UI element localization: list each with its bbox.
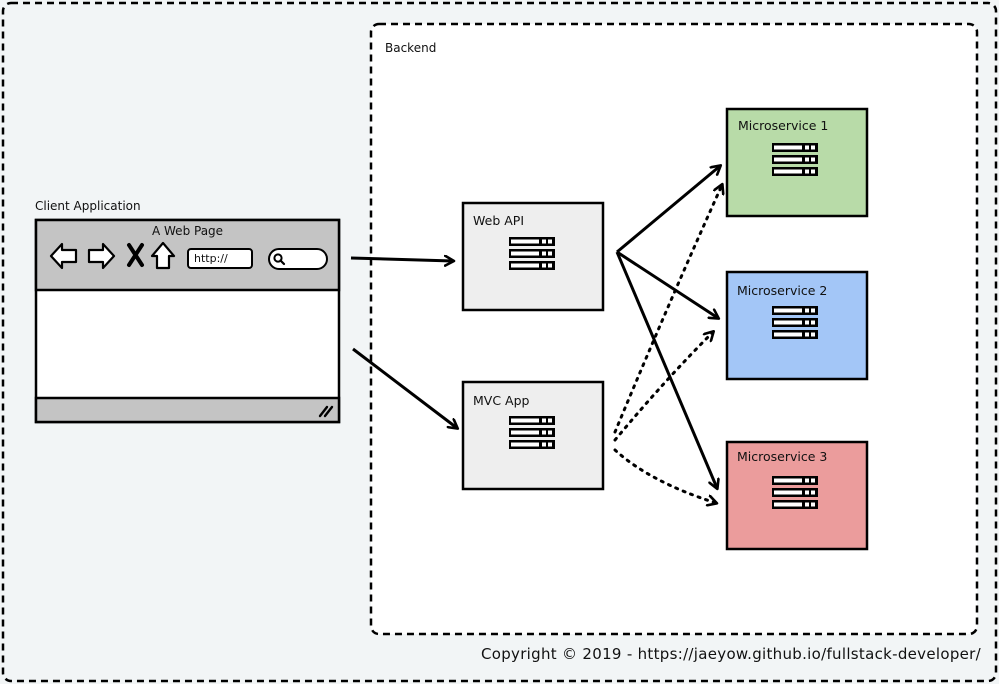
forward-arrow-icon[interactable] [87, 242, 116, 270]
url-field-text: http:// [194, 252, 228, 265]
microservice-1-label: Microservice 1 [738, 118, 829, 133]
search-field[interactable] [268, 248, 328, 270]
connector-webapi-ms1 [616, 166, 720, 254]
connector-browser-mvcapp [352, 347, 457, 428]
close-icon[interactable] [127, 243, 144, 267]
connector-webapi-ms3 [615, 251, 717, 488]
microservice-3-label: Microservice 3 [737, 449, 828, 464]
connector-webapi-ms2 [616, 250, 718, 318]
resize-grip-icon[interactable] [318, 405, 334, 418]
search-icon [273, 253, 286, 266]
mvc-app-label: MVC App [473, 393, 530, 408]
connector-mvcapp-ms3 [613, 448, 716, 503]
url-field[interactable] [187, 248, 253, 269]
web-api-label: Web API [473, 213, 525, 228]
microservice-2-label: Microservice 2 [737, 283, 828, 298]
mvc-app-server-icon [509, 416, 555, 449]
microservice-2-server-icon [772, 306, 818, 339]
client-application-label: Client Application [35, 199, 141, 213]
connector-mvcapp-ms2 [613, 332, 713, 442]
browser-statusbar [34, 396, 341, 424]
microservice-3-server-icon [772, 476, 818, 509]
copyright-text: Copyright © 2019 - https://jaeyow.github… [480, 645, 981, 663]
browser-title: A Web Page [152, 224, 224, 238]
web-api-server-icon [509, 237, 555, 270]
browser-window [34, 218, 341, 424]
connector-mvcapp-ms1 [613, 185, 722, 434]
backend-group [369, 22, 979, 636]
back-arrow-icon[interactable] [49, 242, 78, 270]
connector-browser-webapi [350, 258, 453, 261]
backend-label: Backend [385, 41, 437, 55]
home-icon[interactable] [150, 241, 176, 270]
microservice-1-server-icon [772, 143, 818, 176]
